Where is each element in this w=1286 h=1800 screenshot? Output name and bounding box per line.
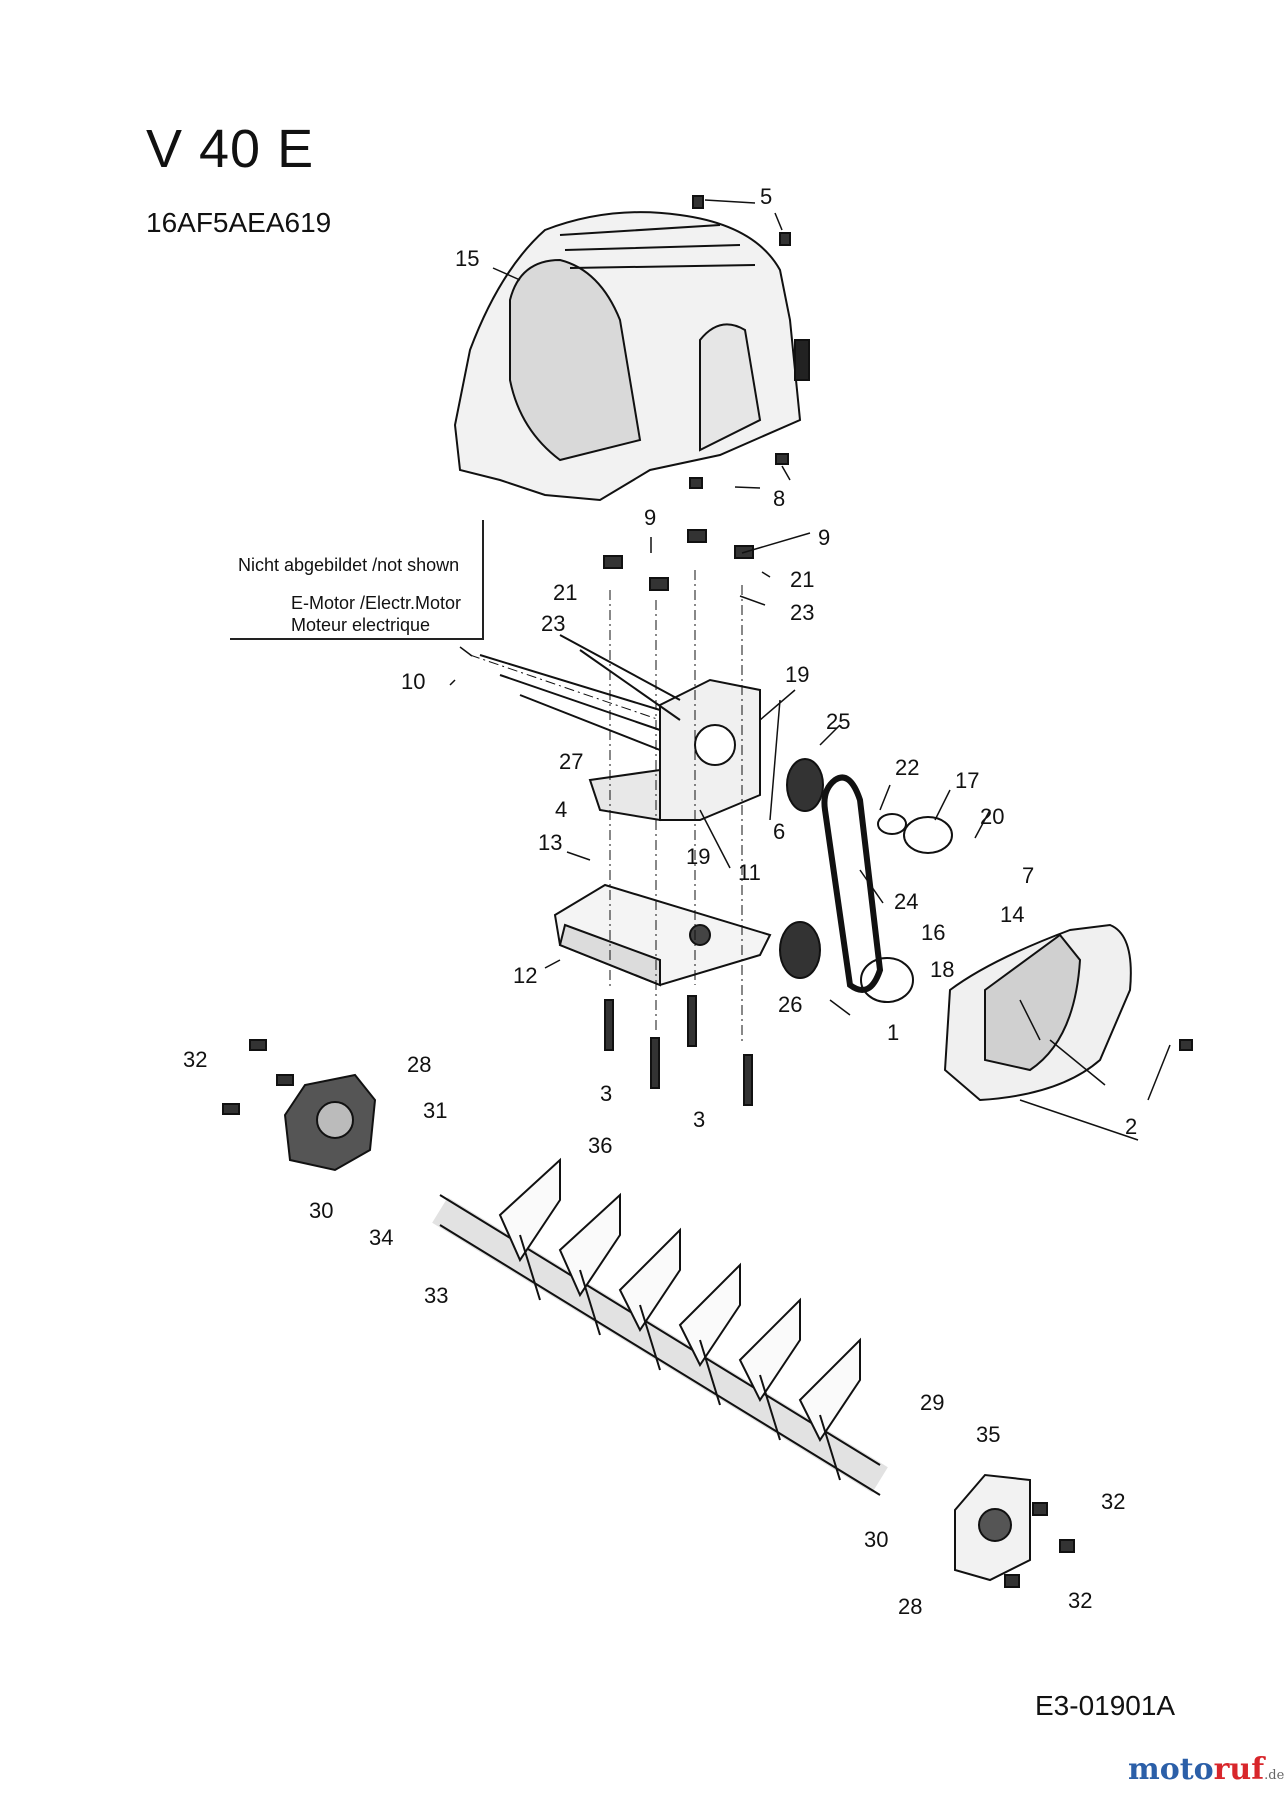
hood-part — [453, 211, 810, 502]
callout-23b: 23 — [790, 600, 814, 625]
callout-12: 12 — [513, 963, 537, 988]
callout-32a: 32 — [183, 1047, 207, 1072]
callout-19b: 19 — [686, 844, 710, 869]
callout-24: 24 — [894, 889, 918, 914]
callout-15: 15 — [455, 246, 479, 271]
callout-9a: 9 — [644, 505, 656, 530]
belt-part — [821, 774, 884, 993]
callout-4: 4 — [555, 797, 567, 822]
brand-name-part1: moto — [1128, 1752, 1214, 1787]
callout-23a: 23 — [541, 611, 565, 636]
callout-22: 22 — [895, 755, 919, 780]
belt-cover-part — [943, 923, 1132, 1102]
base-frame-part — [553, 883, 772, 987]
callout-20: 20 — [980, 804, 1004, 829]
discs — [860, 813, 953, 1003]
callout-18: 18 — [930, 957, 954, 982]
callout-21b: 21 — [790, 567, 814, 592]
brand-name-part2: ruf — [1213, 1752, 1265, 1787]
callout-31: 31 — [423, 1098, 447, 1123]
right-bearing-plate — [954, 1473, 1031, 1582]
note-box — [230, 520, 484, 640]
callout-16: 16 — [921, 920, 945, 945]
callout-35: 35 — [976, 1422, 1000, 1447]
callout-6: 6 — [773, 819, 785, 844]
callout-25: 25 — [826, 709, 850, 734]
callout-2: 2 — [1125, 1114, 1137, 1139]
callout-8: 8 — [773, 486, 785, 511]
parts-drawing — [222, 195, 1193, 1588]
callout-32c: 32 — [1068, 1588, 1092, 1613]
callout-29: 29 — [920, 1390, 944, 1415]
callout-21a: 21 — [553, 580, 577, 605]
callout-9b: 9 — [818, 525, 830, 550]
callout-10: 10 — [401, 669, 425, 694]
motor-bracket-part — [479, 634, 761, 822]
callout-36: 36 — [588, 1133, 612, 1158]
left-bearing-plate — [283, 1073, 377, 1172]
note-motor-fr: Moteur electrique — [291, 615, 431, 635]
callout-3b: 3 — [693, 1107, 705, 1132]
callout-1: 1 — [887, 1020, 899, 1045]
fasteners — [222, 195, 1193, 1588]
callout-30a: 30 — [309, 1198, 333, 1223]
diagram-title: V 40 E — [146, 119, 315, 179]
callout-7: 7 — [1022, 863, 1034, 888]
callout-30b: 30 — [864, 1527, 888, 1552]
centerlines — [469, 570, 743, 1045]
tine-shaft — [432, 1157, 888, 1496]
callout-3a: 3 — [600, 1081, 612, 1106]
document-code: E3-01901A — [1035, 1690, 1176, 1721]
callout-11: 11 — [738, 860, 761, 885]
callout-28a: 28 — [407, 1052, 431, 1077]
motoruf-logo: motoruf.de — [1128, 1752, 1284, 1787]
callout-14: 14 — [1000, 902, 1024, 927]
leader-lines — [449, 199, 1171, 1141]
brand-domain: .de — [1264, 1768, 1285, 1783]
callout-17: 17 — [955, 768, 979, 793]
note-not-shown: Nicht abgebildet /not shown — [238, 555, 460, 575]
callout-5: 5 — [760, 184, 772, 209]
callout-19a: 19 — [785, 662, 809, 687]
callout-numbers: 5 15 8 9 9 21 21 23 23 10 19 25 27 22 17… — [183, 184, 1137, 1619]
callout-28b: 28 — [898, 1594, 922, 1619]
callout-13: 13 — [538, 830, 562, 855]
model-number: 16AF5AEA619 — [146, 207, 332, 238]
callout-33: 33 — [424, 1283, 448, 1308]
callout-26: 26 — [778, 992, 802, 1017]
note-motor: E-Motor /Electr.Motor — [291, 593, 462, 613]
callout-34: 34 — [369, 1225, 393, 1250]
pulley-parts — [779, 758, 824, 979]
callout-27: 27 — [559, 749, 583, 774]
callout-32b: 32 — [1101, 1489, 1125, 1514]
